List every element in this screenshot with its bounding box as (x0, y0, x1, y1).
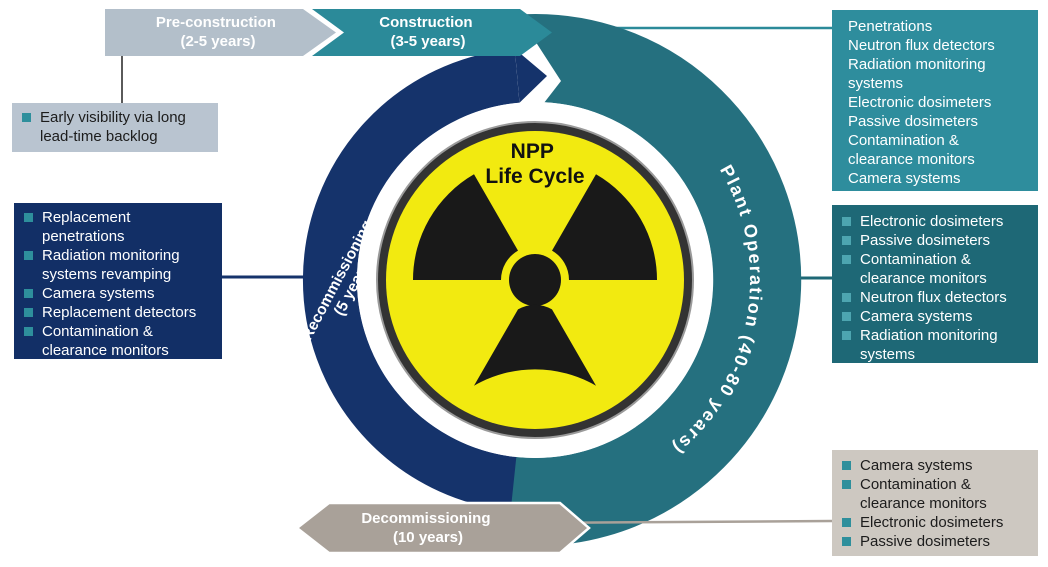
list-item: Contamination & clearance monitors (840, 250, 1032, 288)
bullet-square-icon (842, 293, 851, 302)
bullet-square-icon (842, 255, 851, 264)
list-item: Passive dosimeters (840, 231, 1032, 250)
list-item: Radiation monitoring systems (840, 326, 1032, 364)
bullet-square-icon (24, 289, 33, 298)
list-item: Camera systems (840, 307, 1032, 326)
list-item: Electronic dosimeters (840, 212, 1032, 231)
diagram-title: NPP Life Cycle (485, 140, 584, 188)
list-item: Radiation monitoring systems revamping (22, 246, 216, 284)
list-item: Neutron flux detectors (840, 288, 1032, 307)
bullet-square-icon (24, 213, 33, 222)
list-item: Passive dosimeters (840, 532, 1032, 551)
list-item: Replacement detectors (22, 303, 216, 322)
list-item: Electronic dosimeters (848, 94, 992, 111)
bullet-square-icon (842, 331, 851, 340)
list-item: Replacement penetrations (22, 208, 216, 246)
bullet-square-icon (842, 518, 851, 527)
bullet-square-icon (24, 327, 33, 336)
bullet-square-icon (24, 308, 33, 317)
operation-products-box: Electronic dosimeters Passive dosimeters… (832, 205, 1038, 363)
bullet-square-icon (842, 312, 851, 321)
bullet-square-icon (842, 461, 851, 470)
bullet-square-icon (22, 113, 31, 122)
list-item: Contamination & clearance monitors (848, 132, 975, 168)
list-item: Camera systems (22, 284, 216, 303)
construction-products-box: Penetrations Neutron flux detectors Radi… (832, 10, 1038, 191)
recommissioning-arc (302, 48, 520, 511)
decommissioning-products-box: Camera systems Contamination & clearance… (832, 450, 1038, 556)
recommissioning-products-box: Replacement penetrations Radiation monit… (14, 203, 222, 359)
decommissioning-label: Decommissioning (10 years) (361, 510, 494, 546)
plant-operation-arc (502, 13, 802, 546)
recommissioning-arrowhead-icon (514, 48, 547, 103)
list-item: Contamination & clearance monitors (22, 322, 216, 360)
bullet-square-icon (842, 537, 851, 546)
list-item: Penetrations (848, 18, 933, 35)
list-item: Passive dosimeters (848, 113, 979, 130)
list-item: Electronic dosimeters (840, 513, 1032, 532)
list-item: Neutron flux detectors (848, 37, 995, 54)
decommissioning-arrow (294, 501, 591, 555)
list-item: Contamination & clearance monitors (840, 475, 1032, 513)
radiation-trefoil-icon (413, 174, 657, 386)
bullet-square-icon (842, 480, 851, 489)
list-item: Camera systems (840, 456, 1032, 475)
list-item: Radiation monitoring systems (848, 56, 986, 92)
pre-construction-note-box: Early visibility via long lead-time back… (12, 103, 218, 152)
bullet-square-icon (24, 251, 33, 260)
pre-construction-label: Pre-construction (2-5 years) (156, 14, 280, 50)
list-item: Camera systems (848, 170, 961, 187)
list-item: Early visibility via long lead-time back… (20, 108, 212, 146)
bullet-square-icon (842, 217, 851, 226)
pre-construction-arrow (105, 9, 336, 56)
construction-arrow (312, 9, 552, 56)
construction-label: Construction (3-5 years) (379, 14, 477, 50)
bullet-square-icon (842, 236, 851, 245)
